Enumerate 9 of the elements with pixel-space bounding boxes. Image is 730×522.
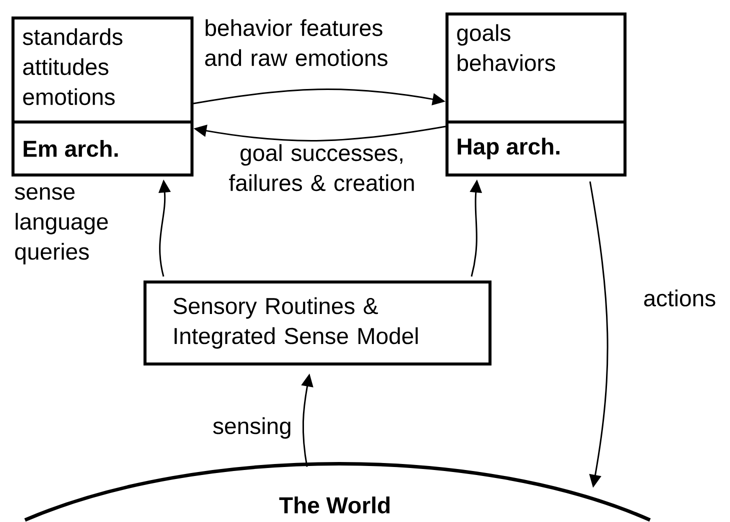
edge-label: actions: [644, 290, 716, 306]
edge-label: sensing: [213, 417, 290, 439]
process-box: Sensory Routines & Integrated Sense Model: [144, 280, 492, 366]
edge-label: sense language queries: [14, 187, 108, 264]
edge-label: goal successes, failures & creation: [229, 144, 414, 192]
world-horizon: The World: [24, 462, 651, 522]
architecture-box: standards attitudes emotions Em arch.: [12, 16, 194, 176]
architecture-box: goals behaviors Hap arch.: [446, 12, 626, 176]
edge-label: behavior features and raw emotions: [205, 19, 388, 66]
